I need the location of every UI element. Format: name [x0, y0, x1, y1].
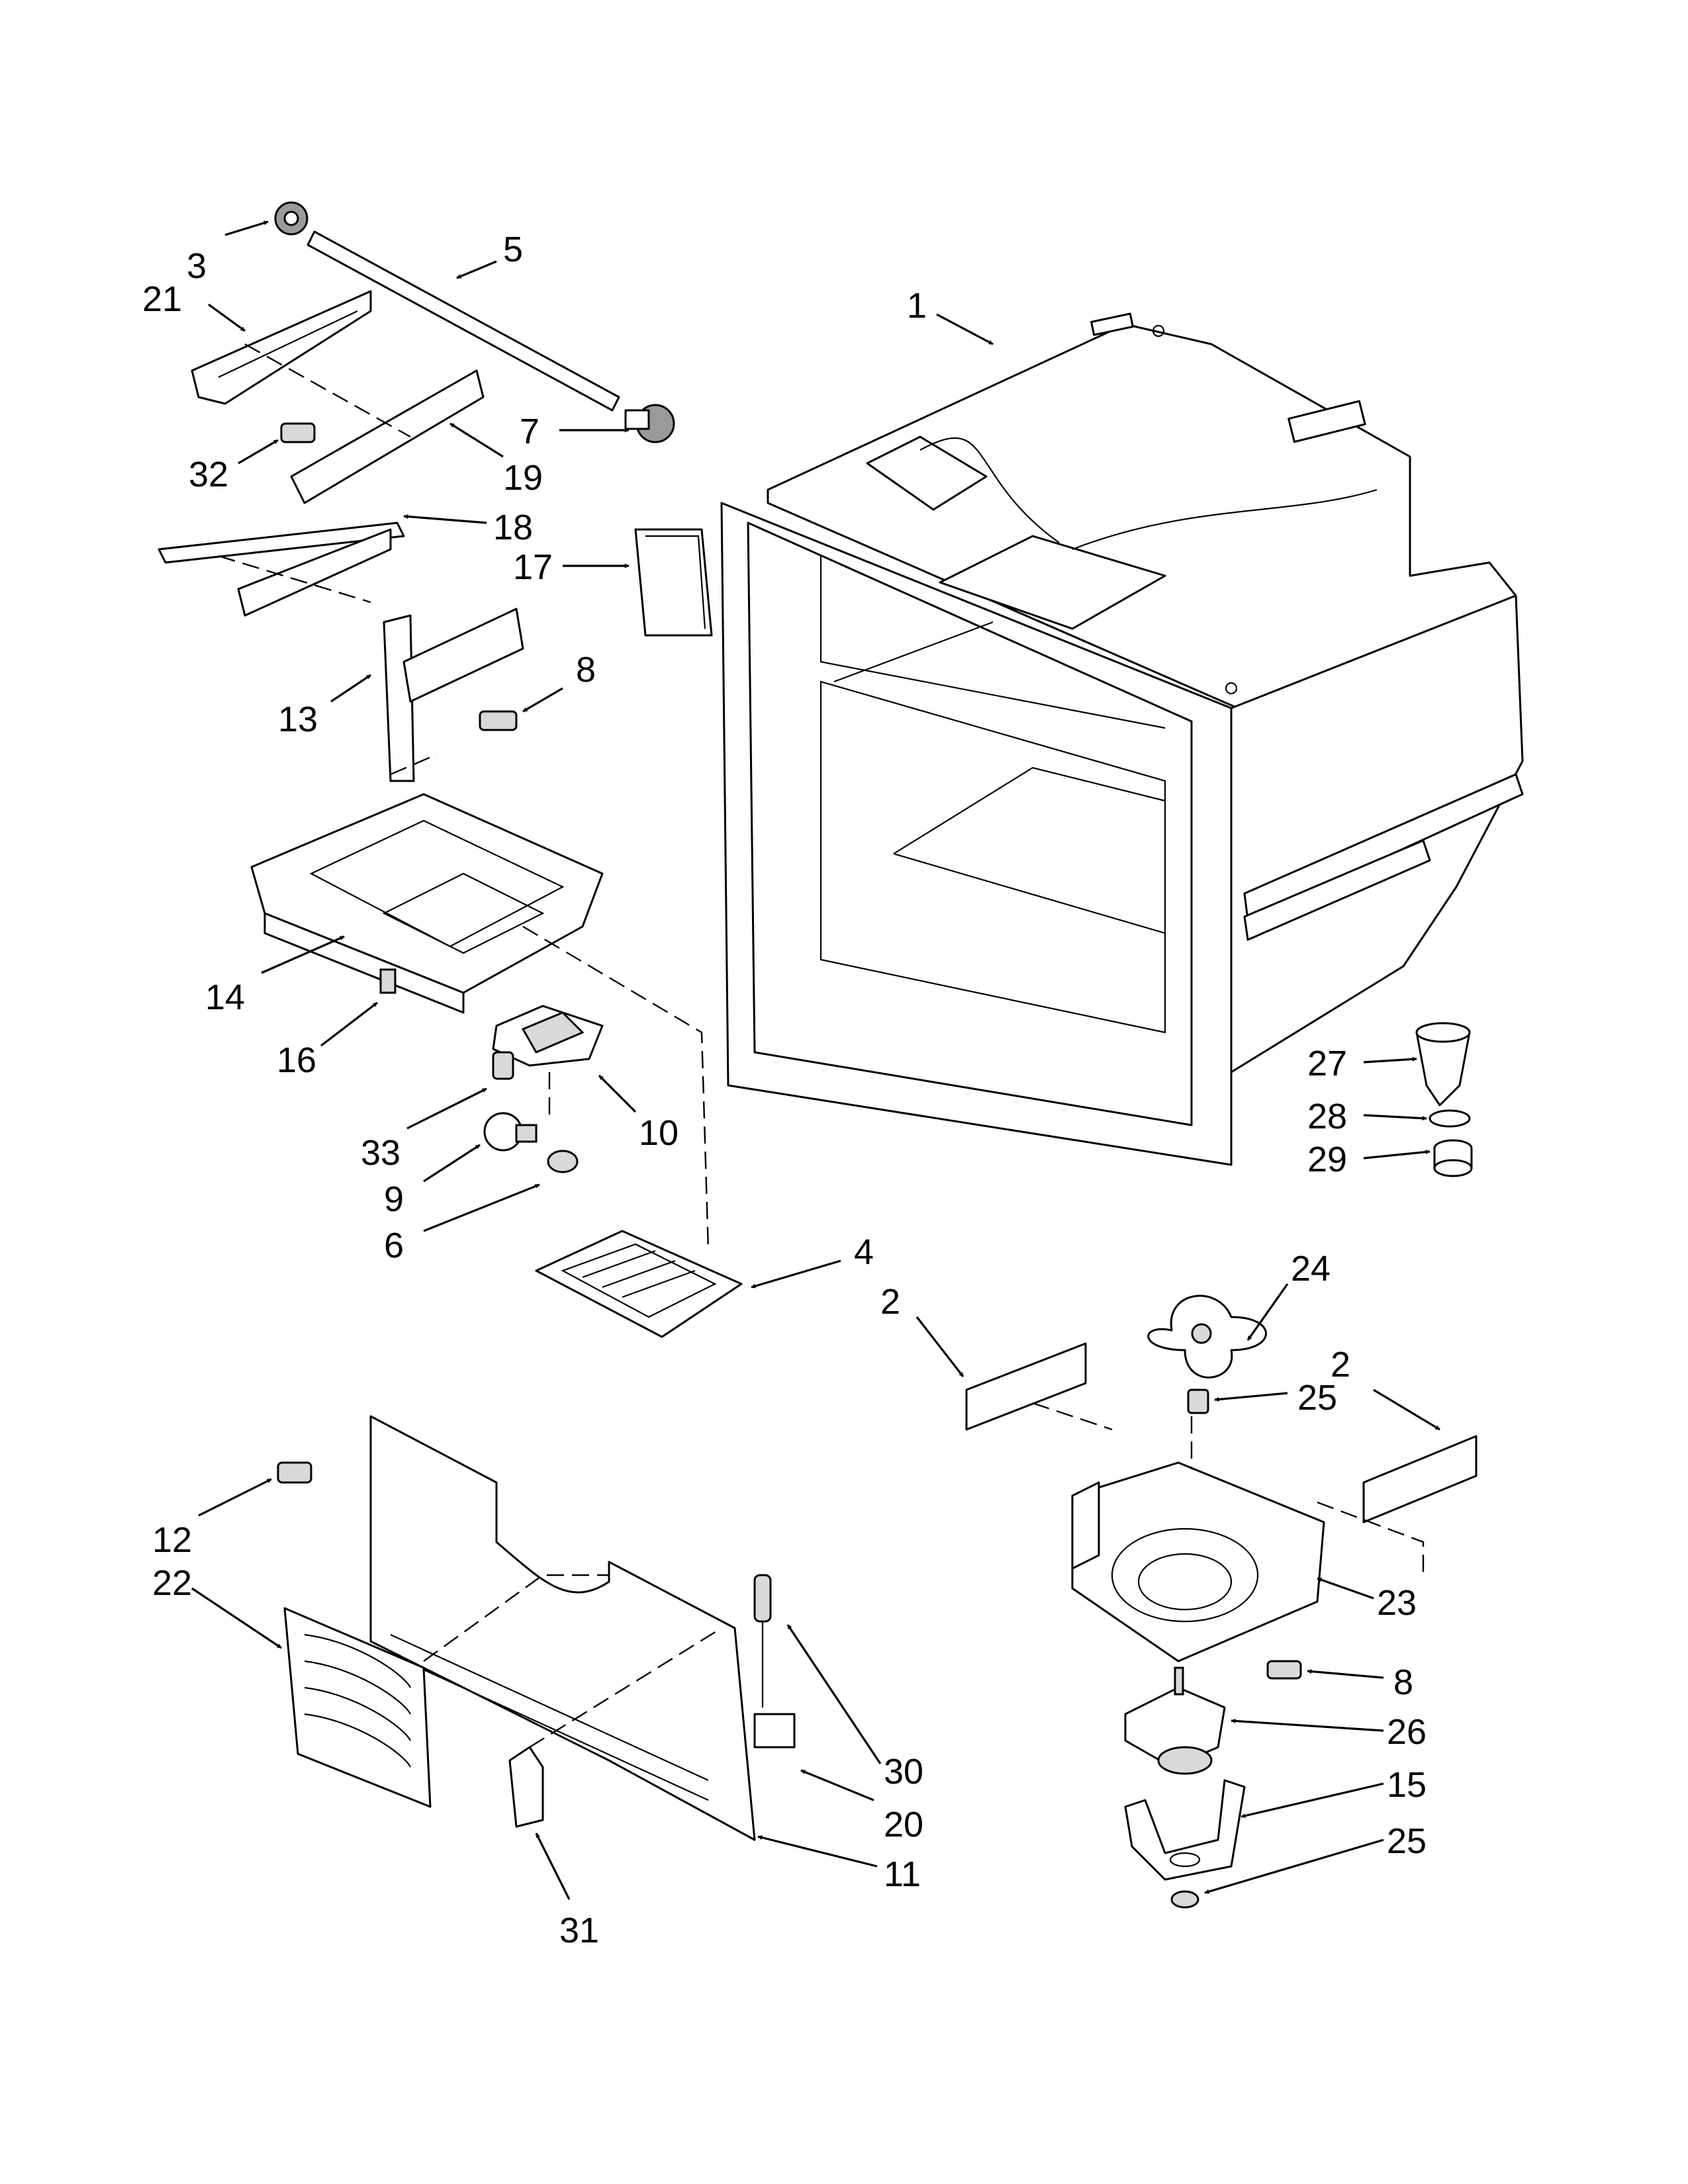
part-18-rail: [158, 522, 405, 617]
callout-17: 17: [513, 547, 553, 587]
part-32-screw: [280, 422, 316, 443]
callout-18: 18: [493, 508, 533, 547]
callout-2-right: 2: [1331, 1345, 1350, 1385]
callout-2-left: 2: [880, 1282, 900, 1322]
callout-3: 3: [187, 246, 207, 286]
alignment-lines: [218, 343, 1425, 1749]
part-2-pad-right: [1362, 1435, 1477, 1524]
part-29-grommet: [1433, 1139, 1473, 1177]
part-28-gasket: [1429, 1109, 1471, 1128]
callout-15: 15: [1387, 1765, 1427, 1805]
callout-11: 11: [884, 1854, 921, 1894]
part-13-bracket: [383, 608, 524, 782]
callout-25-lower: 25: [1387, 1821, 1427, 1861]
callout-21: 21: [142, 279, 182, 319]
callout-24: 24: [1291, 1249, 1331, 1289]
callout-25-upper: 25: [1297, 1378, 1337, 1418]
part-22-grille: [283, 1607, 432, 1808]
callout-19: 19: [503, 458, 543, 498]
part-26-motor: [1124, 1666, 1226, 1775]
part-12-screw: [277, 1461, 312, 1484]
callout-4: 4: [854, 1232, 874, 1272]
part-1-freezer-liner: [720, 312, 1524, 1166]
callout-labels: 1 3 5 21 7 32 19 18 17 8 13 14 16 10 33 …: [142, 230, 1427, 1950]
callout-5: 5: [503, 230, 523, 269]
part-27-cap: [1415, 1022, 1471, 1107]
part-14-tray-housing: [250, 793, 604, 1014]
callout-28: 28: [1307, 1097, 1347, 1136]
callout-27: 27: [1307, 1044, 1347, 1083]
callout-33: 33: [361, 1133, 400, 1173]
part-8-screw-upper: [479, 710, 518, 731]
part-23-fan-shroud: [1071, 1461, 1325, 1662]
part-16-clip: [379, 968, 397, 994]
callout-14: 14: [205, 978, 245, 1017]
part-25-fitting-lower: [1170, 1890, 1199, 1909]
part-24-fan-blade: [1147, 1295, 1267, 1379]
callout-23: 23: [1377, 1583, 1417, 1623]
part-15-motor-bracket: [1124, 1779, 1246, 1881]
part-10-light-housing: [492, 1005, 604, 1067]
callout-16: 16: [277, 1040, 316, 1080]
callout-8-upper: 8: [576, 650, 596, 690]
part-3-gear: [274, 201, 308, 236]
callout-31: 31: [559, 1911, 599, 1950]
callout-30: 30: [884, 1752, 923, 1792]
callout-7: 7: [520, 412, 539, 451]
part-21-slide-bracket: [191, 290, 372, 405]
part-19-rail: [290, 369, 485, 504]
callout-32: 32: [189, 455, 228, 494]
part-33-screw: [492, 1051, 514, 1080]
callout-9: 9: [384, 1179, 404, 1219]
callout-13: 13: [278, 700, 318, 739]
callout-1: 1: [907, 286, 927, 326]
callout-22: 22: [152, 1563, 192, 1603]
callout-6: 6: [384, 1226, 404, 1265]
part-31-holder: [508, 1746, 544, 1828]
part-25-fitting-upper: [1187, 1388, 1209, 1414]
part-6-socket: [547, 1150, 579, 1173]
part-9-bulb: [483, 1112, 538, 1152]
callout-29: 29: [1307, 1140, 1347, 1179]
callout-10: 10: [639, 1113, 679, 1153]
part-8-screw-lower: [1266, 1660, 1302, 1680]
part-2-pad-left: [965, 1342, 1087, 1431]
leader-arrows: [191, 220, 1440, 1900]
part-11-rear-panel: [369, 1415, 756, 1841]
part-17-filter: [634, 528, 713, 637]
part-4-light-cover: [535, 1230, 743, 1338]
part-5-shaft: [306, 230, 620, 412]
callout-26: 26: [1387, 1712, 1427, 1752]
callout-12: 12: [152, 1520, 192, 1560]
callout-20: 20: [884, 1805, 923, 1844]
part-7-gear: [624, 404, 675, 443]
part-20-foam-strip: [753, 1713, 796, 1749]
callout-8-lower: 8: [1393, 1662, 1413, 1702]
part-30-sensor: [753, 1574, 772, 1707]
